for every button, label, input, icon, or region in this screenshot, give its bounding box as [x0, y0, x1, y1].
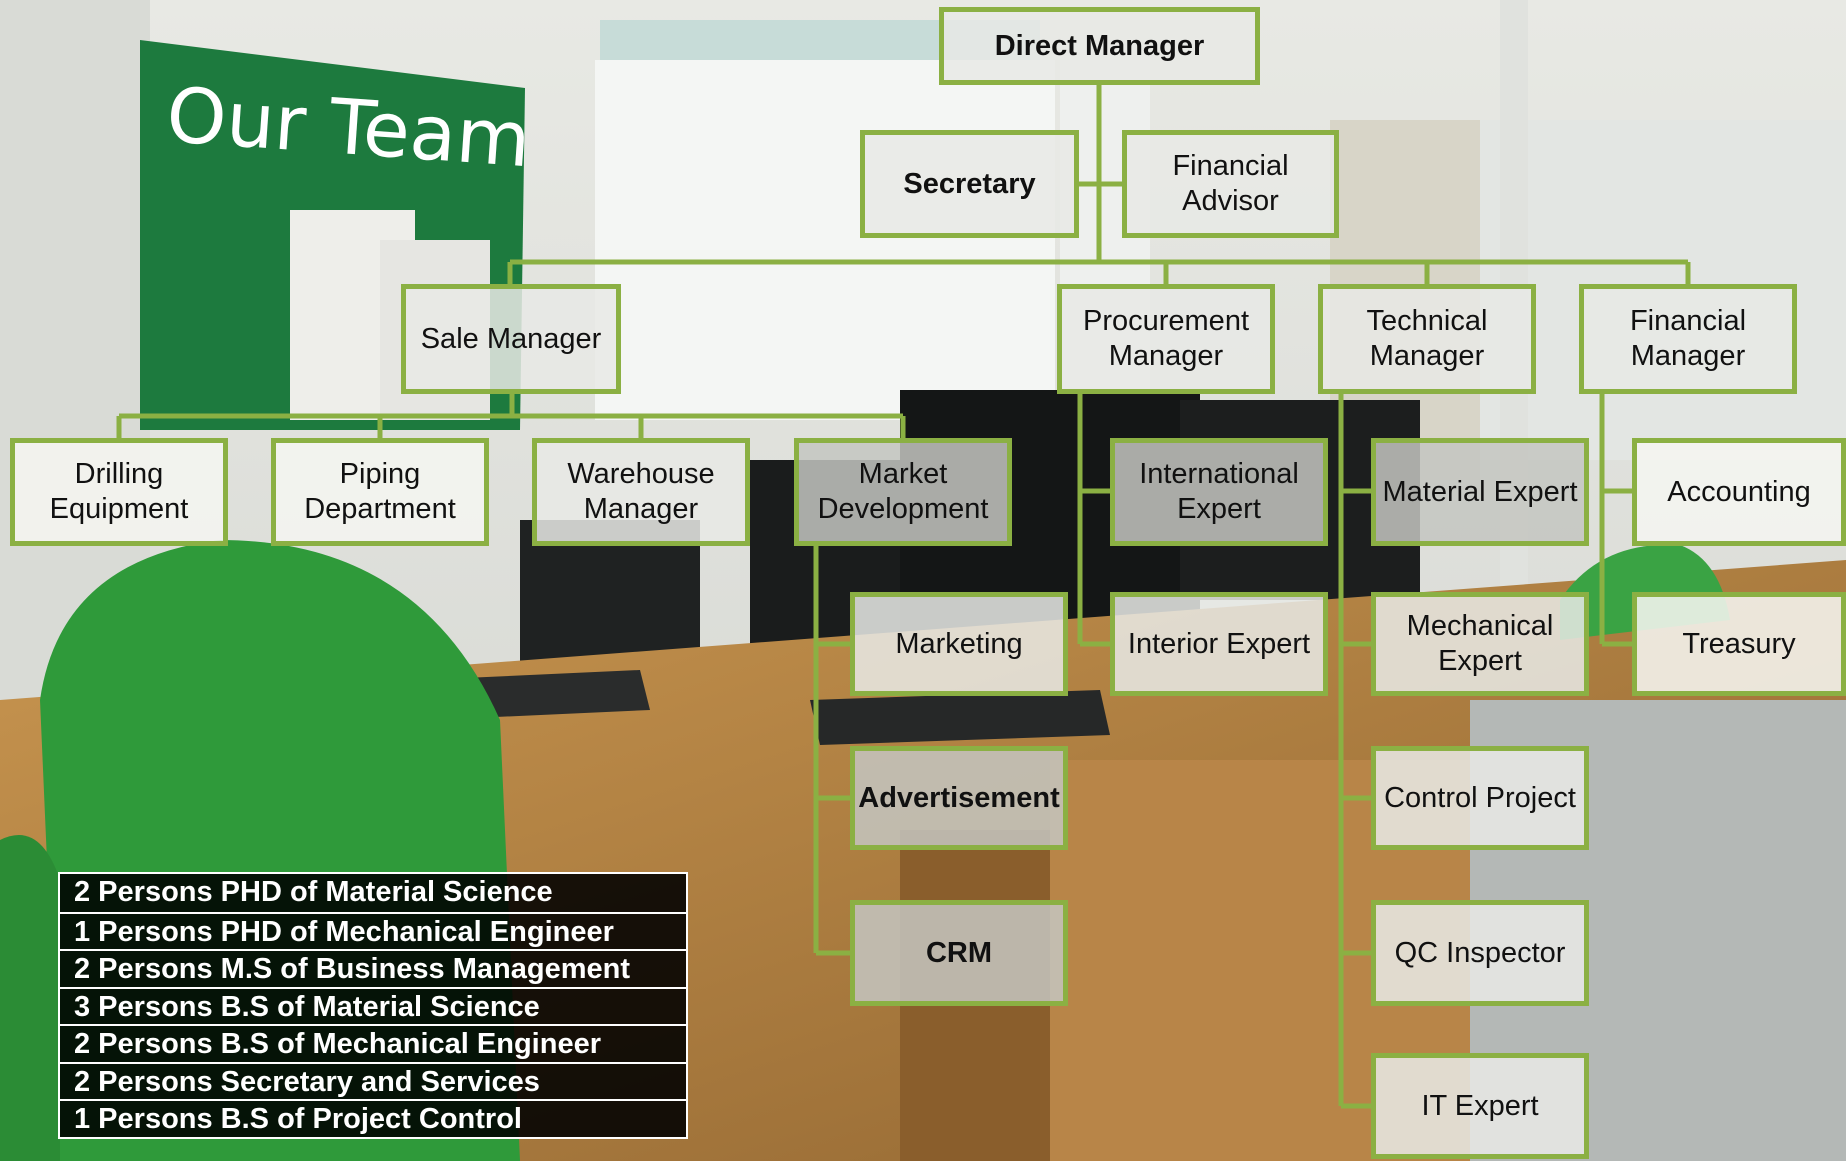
node-drilling-equipment: Drilling Equipment — [10, 438, 228, 546]
node-secretary: Secretary — [860, 130, 1079, 238]
node-marketing: Marketing — [850, 592, 1068, 696]
staff-row: 2 Persons M.S of Business Management — [60, 949, 686, 987]
node-control-project: Control Project — [1371, 746, 1589, 850]
staff-row: 1 Persons PHD of Mechanical Engineer — [60, 911, 686, 950]
node-advertisement: Advertisement — [850, 746, 1068, 850]
staff-row: 3 Persons B.S of Material Science — [60, 986, 686, 1025]
node-market-development: Market Development — [794, 438, 1012, 546]
staff-row: 1 Persons B.S of Project Control — [60, 1099, 686, 1137]
node-technical-manager: Technical Manager — [1318, 284, 1536, 394]
node-mechanical-expert: Mechanical Expert — [1371, 592, 1589, 696]
node-financial-advisor: Financial Advisor — [1122, 130, 1339, 238]
node-international-expert: International Expert — [1110, 438, 1328, 546]
node-interior-expert: Interior Expert — [1110, 592, 1328, 696]
node-material-expert: Material Expert — [1371, 438, 1589, 546]
node-direct-manager: Direct Manager — [939, 7, 1260, 85]
node-accounting: Accounting — [1632, 438, 1846, 546]
node-it-expert: IT Expert — [1371, 1053, 1589, 1159]
node-sale-manager: Sale Manager — [401, 284, 621, 394]
node-qc-inspector: QC Inspector — [1371, 900, 1589, 1006]
node-warehouse-manager: Warehouse Manager — [532, 438, 750, 546]
staff-row: 2 Persons B.S of Mechanical Engineer — [60, 1024, 686, 1062]
node-procurement-manager: Procurement Manager — [1057, 284, 1275, 394]
staff-row: 2 Persons Secretary and Services — [60, 1061, 686, 1100]
node-piping-department: Piping Department — [271, 438, 489, 546]
staff-qualification-table: 2 Persons PHD of Material Science 1 Pers… — [58, 872, 688, 1139]
node-crm: CRM — [850, 900, 1068, 1006]
node-treasury: Treasury — [1632, 592, 1846, 696]
staff-row: 2 Persons PHD of Material Science — [74, 876, 553, 908]
node-financial-manager: Financial Manager — [1579, 284, 1797, 394]
